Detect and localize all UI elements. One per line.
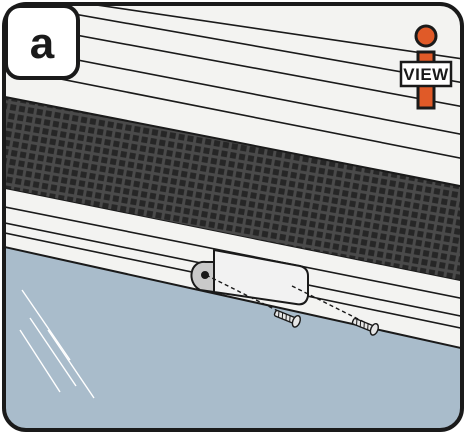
step-label: a xyxy=(30,19,55,68)
step-badge: a xyxy=(6,6,78,78)
view-label: VIEW xyxy=(403,65,449,84)
